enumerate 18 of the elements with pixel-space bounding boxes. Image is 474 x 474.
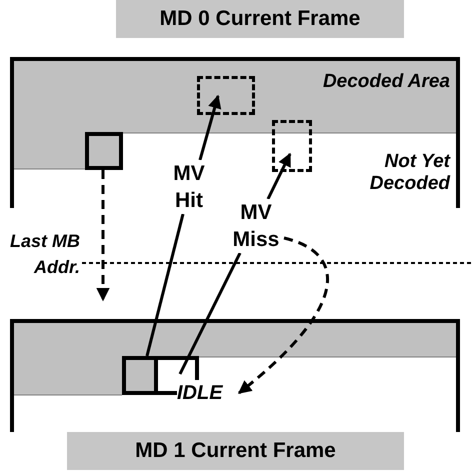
frame-title: MD 1 Current Frame (135, 439, 336, 463)
leader-line (146, 214, 184, 356)
macroblock (122, 356, 158, 395)
frame-title-bar (116, 0, 404, 38)
arrow (96, 170, 110, 302)
address-label: Last MB Addr. (8, 230, 80, 279)
reference-block (197, 76, 255, 115)
arrow (198, 94, 222, 160)
arrow (238, 236, 329, 394)
region-label: Not Yet Decoded (368, 151, 450, 195)
reference-block (272, 120, 312, 172)
frame-title-bar (67, 432, 404, 470)
frame-outline (10, 319, 460, 432)
leader-line (178, 252, 242, 375)
region-label: Decoded Area (322, 71, 450, 93)
macroblock (85, 132, 123, 170)
arrow (266, 152, 292, 200)
frame-title: MD 0 Current Frame (160, 7, 360, 31)
